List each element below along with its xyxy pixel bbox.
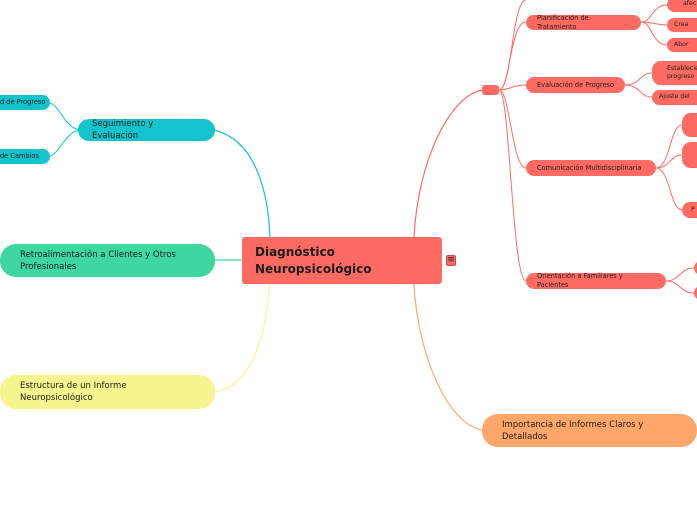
topic-seguimiento-label: Seguimiento y Evaluación bbox=[92, 119, 154, 141]
topic-planificacion[interactable]: Planificación de Tratamiento bbox=[526, 13, 641, 31]
subtopic-establecimiento[interactable]: Establecie progreso bbox=[652, 61, 697, 85]
hub-node[interactable] bbox=[482, 85, 499, 95]
central-topic-title: Diagnóstico Neuropsicológico bbox=[255, 244, 372, 276]
subtopic-comunicacion-1[interactable] bbox=[682, 113, 697, 137]
subtopic-ajuste-label: Ajuste del bbox=[659, 93, 690, 101]
topic-orientacion[interactable]: Orientación a Familiares y Pacientes bbox=[526, 272, 666, 289]
subtopic-orientacion-1[interactable] bbox=[694, 261, 697, 275]
topic-orientacion-label: Orientación a Familiares y Pacientes bbox=[537, 272, 623, 289]
subtopic-crea[interactable]: Crea bbox=[667, 18, 697, 32]
subtopic-orientacion-2[interactable] bbox=[694, 286, 697, 300]
topic-retroalimentacion[interactable]: Retroalimentación a Clientes y Otros Pro… bbox=[0, 244, 215, 277]
subtopic-afec-label: afec bbox=[683, 0, 697, 8]
topic-seguimiento[interactable]: Seguimiento y Evaluación bbox=[78, 119, 215, 141]
topic-evaluacion[interactable]: Evaluación de Progreso bbox=[526, 77, 625, 93]
topic-importancia-label: Importancia de Informes Claros y Detalla… bbox=[502, 419, 644, 442]
topic-retroalimentacion-label: Retroalimentación a Clientes y Otros Pro… bbox=[20, 249, 176, 272]
subtopic-abor-label: Abor bbox=[674, 40, 689, 48]
topic-estructura[interactable]: Estructura de un Informe Neuropsicológic… bbox=[0, 375, 215, 409]
subtopic-progreso[interactable]: d de Progreso bbox=[0, 95, 50, 110]
subtopic-comunicacion-3[interactable]: P bbox=[682, 202, 697, 218]
topic-planificacion-label: Planificación de Tratamiento bbox=[537, 13, 589, 31]
subtopic-establecimiento-line2: progreso bbox=[667, 73, 695, 80]
subtopic-comunicacion-2[interactable] bbox=[682, 142, 697, 168]
topic-comunicacion[interactable]: Comunicación Multidisciplinaria bbox=[526, 160, 656, 176]
menu-icon[interactable]: ≡ bbox=[446, 255, 456, 266]
topic-comunicacion-label: Comunicación Multidisciplinaria bbox=[537, 163, 642, 172]
subtopic-establecimiento-line1: Establecie bbox=[667, 64, 697, 72]
subtopic-ajuste[interactable]: Ajuste del bbox=[652, 90, 697, 105]
subtopic-cambios-label: de Cambios bbox=[0, 152, 39, 160]
topic-evaluacion-label: Evaluación de Progreso bbox=[537, 80, 615, 89]
subtopic-afec[interactable]: afec bbox=[667, 0, 697, 12]
subtopic-cambios[interactable]: de Cambios bbox=[0, 149, 50, 164]
subtopic-abor[interactable]: Abor bbox=[667, 38, 697, 52]
central-topic[interactable]: Diagnóstico Neuropsicológico bbox=[242, 237, 442, 284]
subtopic-comunicacion-3-label: P bbox=[691, 205, 695, 213]
topic-estructura-label: Estructura de un Informe Neuropsicológic… bbox=[20, 381, 127, 403]
subtopic-crea-label: Crea bbox=[674, 20, 689, 28]
subtopic-progreso-label: d de Progreso bbox=[0, 98, 46, 106]
topic-importancia[interactable]: Importancia de Informes Claros y Detalla… bbox=[482, 414, 697, 447]
